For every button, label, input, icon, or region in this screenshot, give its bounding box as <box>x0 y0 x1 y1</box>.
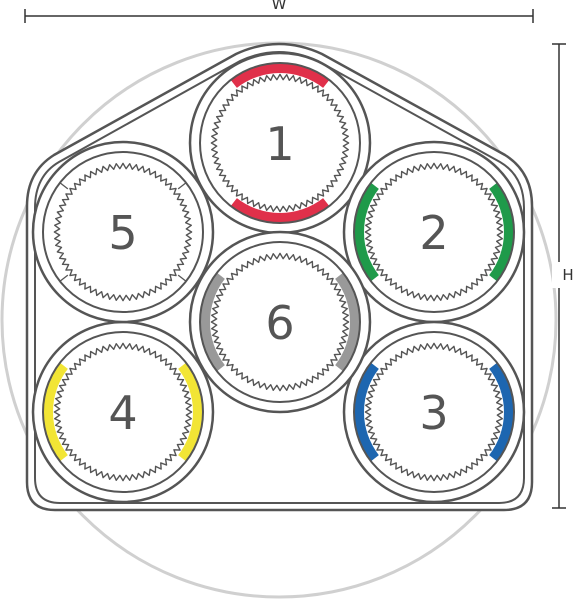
cell-middle-ring <box>42 331 204 493</box>
cell-divider-tick <box>177 274 187 282</box>
cell-serrated-core <box>364 342 504 482</box>
height-dimension: H <box>552 43 574 509</box>
cell-1: 1 <box>188 51 372 235</box>
cell-5: 5 <box>31 140 215 324</box>
cell-divider-tick <box>59 182 69 190</box>
cell-middle-ring <box>199 241 361 403</box>
cell-color-band <box>42 362 68 462</box>
cell-serrated-core <box>364 162 504 302</box>
cell-number-label: 5 <box>108 206 137 260</box>
cell-number-label: 2 <box>419 206 448 260</box>
cell-number-label: 6 <box>265 296 294 350</box>
cell-divider-tick <box>59 274 69 282</box>
cell-color-band <box>230 62 330 88</box>
cell-number-label: 4 <box>108 386 137 440</box>
cell-middle-ring <box>353 331 515 493</box>
cell-serrated-core <box>53 342 193 482</box>
cell-middle-ring <box>199 62 361 224</box>
cell-color-band <box>178 362 204 462</box>
cell-color-band <box>335 272 360 372</box>
cell-3: 3 <box>342 320 526 504</box>
cell-number-label: 3 <box>419 386 448 440</box>
width-label: W <box>272 0 287 13</box>
cell-group: 1 2 3 4 5 6 <box>31 51 526 504</box>
cell-6: 6 <box>188 230 372 414</box>
cell-color-band <box>353 362 379 462</box>
cell-color-band <box>489 362 514 462</box>
width-dimension: W <box>24 0 534 23</box>
cell-serrated-core <box>210 252 350 392</box>
cell-serrated-core <box>53 162 193 302</box>
cell-serrated-core <box>210 73 350 213</box>
cell-middle-ring <box>42 151 204 313</box>
cell-4: 4 <box>31 320 215 504</box>
cell-divider-tick <box>177 182 187 190</box>
cell-middle-ring <box>353 151 515 313</box>
cell-color-band <box>199 272 225 372</box>
cell-color-band <box>230 198 330 223</box>
cell-color-band <box>353 182 379 282</box>
height-label: H <box>562 266 573 284</box>
cell-2: 2 <box>342 140 526 324</box>
cell-number-label: 1 <box>265 117 294 171</box>
cell-color-band <box>489 182 514 282</box>
